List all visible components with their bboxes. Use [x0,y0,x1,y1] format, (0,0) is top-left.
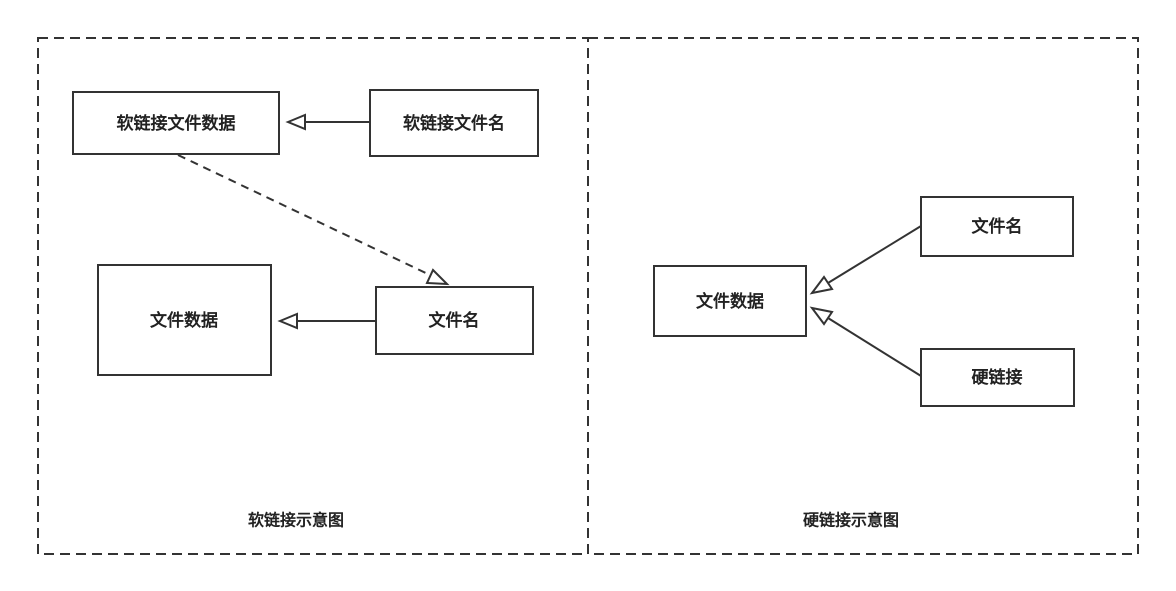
soft-file-data-label: 文件数据 [150,310,218,331]
symlink-name-label: 软链接文件名 [403,113,505,134]
edge-hard-file-name-to-data [827,225,922,284]
hard-link-caption: 硬链接示意图 [803,511,899,530]
soft-link-caption: 软链接示意图 [248,511,344,530]
soft-file-data-box [97,264,272,376]
hard-file-data-box [653,265,807,337]
hard-link-panel-frame [587,37,1139,555]
arrowhead-hard-from-hard-link [809,306,834,326]
hard-link-panel: 文件数据 文件名 硬链接 硬链接示意图 [587,37,1139,555]
soft-link-panel: 软链接文件数据 软链接文件名 文件数据 文件名 软链接示意图 [37,37,589,555]
edge-symlink-data-to-file-name [177,154,431,276]
hard-file-name-label: 文件名 [972,216,1023,237]
arrowhead-symlink-data [285,113,306,131]
arrowhead-soft-file-name [425,268,450,286]
soft-file-name-box [375,286,534,355]
symlink-data-label: 软链接文件数据 [117,113,236,134]
hard-file-data-label: 文件数据 [696,291,764,312]
arrowhead-soft-file-data [277,312,298,330]
edge-hard-link-to-data [827,317,922,377]
hard-link-box [920,348,1075,407]
hard-link-label: 硬链接 [972,367,1023,388]
symlink-data-box [72,91,280,155]
symlink-name-box [369,89,539,157]
soft-file-name-label: 文件名 [429,310,480,331]
arrowhead-hard-from-file-name [809,275,834,295]
